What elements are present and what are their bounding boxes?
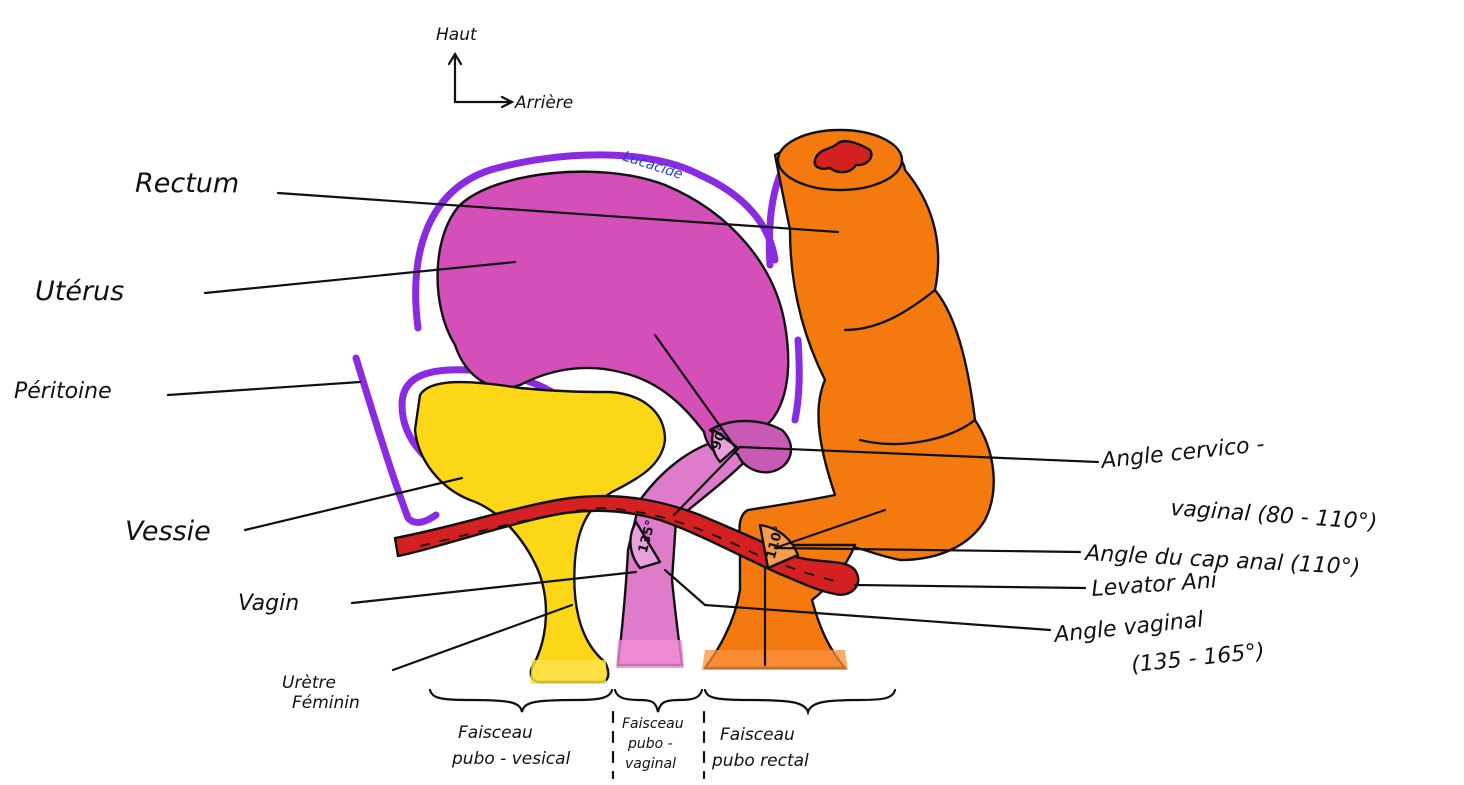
- bundle-pubovaginal-line2: pubo -: [627, 736, 673, 752]
- brace-pubovesical: [430, 690, 612, 712]
- bundle-puborectal-line2: pubo rectal: [711, 751, 809, 771]
- label-cervico-vaginal-line1: Angle cervico -: [1098, 432, 1266, 474]
- label-vaginal-angle-line2: (135 - 165°): [1130, 639, 1266, 678]
- label-vagina: Vagin: [238, 591, 299, 616]
- leader-peritoneum: [168, 382, 360, 395]
- orientation-indicator: Haut Arrière: [436, 25, 573, 113]
- label-rectum: Rectum: [135, 168, 239, 199]
- anal-gradient: [702, 650, 848, 670]
- bundle-pubovaginal-line3: vaginal: [625, 756, 676, 772]
- label-uterus: Utérus: [35, 276, 124, 307]
- peritoneum-posterior: [795, 340, 799, 420]
- label-vaginal-angle-line1: Angle vaginal: [1051, 607, 1205, 648]
- bundle-puborectal-line1: Faisceau: [720, 725, 795, 745]
- leader-vagina: [352, 572, 636, 603]
- leader-levator: [855, 585, 1085, 588]
- up-arrow: [449, 54, 461, 102]
- label-peritoneum: Péritoine: [14, 379, 112, 404]
- brace-pubovaginal: [615, 690, 702, 712]
- back-label: Arrière: [514, 93, 573, 113]
- label-urethra-line2: Féminin: [292, 693, 360, 713]
- label-bladder: Vessie: [125, 516, 211, 547]
- bundle-pubovaginal-line1: Faisceau: [622, 716, 684, 732]
- up-label: Haut: [436, 25, 478, 45]
- label-urethra-line1: Urètre: [282, 673, 336, 693]
- bundle-pubovesical-line1: Faisceau: [458, 723, 533, 743]
- label-cervico-vaginal-line2: vaginal (80 - 110°): [1170, 496, 1378, 535]
- label-levator-ani: Levator Ani: [1091, 568, 1218, 602]
- brace-puborectal: [705, 690, 895, 712]
- bladder-gradient: [530, 660, 606, 684]
- pubovaginal-gradient: [616, 640, 684, 668]
- back-arrow: [455, 97, 512, 107]
- bundle-pubovesical-line2: pubo - vesical: [451, 749, 571, 769]
